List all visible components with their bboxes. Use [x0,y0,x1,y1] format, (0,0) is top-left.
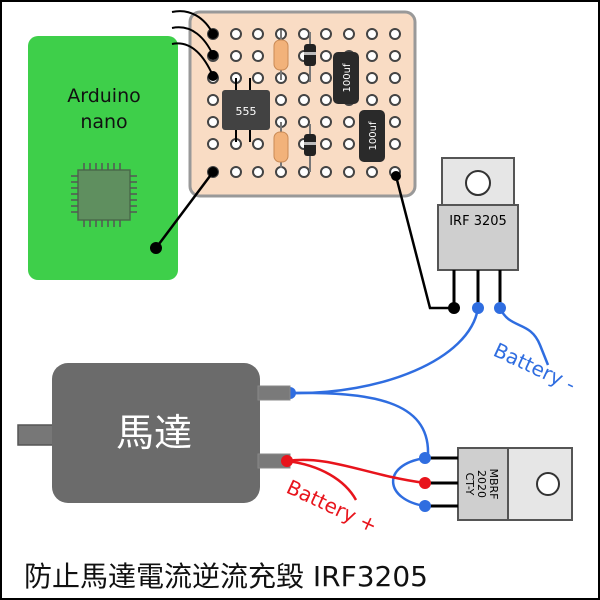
perfboard-hole [275,166,287,178]
pad-dot [208,50,218,60]
diode-pin3-dot [419,500,431,512]
perfboard-hole [343,166,355,178]
perfboard-hole [252,50,264,62]
diode-bottom [304,124,316,172]
blue-wires [289,307,550,508]
perfboard-hole [320,94,332,106]
perfboard-hole [320,116,332,128]
capacitor-1-label: 100uf [342,63,353,92]
resistor-bottom [273,122,289,168]
perfboard-hole [207,116,219,128]
perfboard-hole [298,72,310,84]
perfboard-hole [320,28,332,40]
arduino-label-line1: Arduino [67,85,141,107]
arduino-label-line2: nano [80,111,127,133]
perfboard-hole [343,28,355,40]
perfboard-hole [366,72,378,84]
perfboard-hole [320,138,332,150]
diode-pin1-dot [419,452,431,464]
perfboard-hole [366,94,378,106]
perfboard-hole [389,28,401,40]
arduino-nano: Arduino nano [28,36,178,280]
perfboard-hole [343,116,355,128]
perfboard-hole [389,72,401,84]
capacitor-2: 100uf [359,110,385,162]
perfboard-hole [366,28,378,40]
resistor-top [273,30,289,80]
perfboard-hole [298,94,310,106]
perfboard-hole [230,28,242,40]
pad-dot [208,29,218,39]
perfboard-hole [343,138,355,150]
perfboard-hole [320,72,332,84]
perfboard-hole [389,94,401,106]
perfboard-hole [320,50,332,62]
caption: 防止馬達電流逆流充毀 IRF3205 [24,560,428,593]
arduino-board [28,36,178,280]
motor-label: 馬達 [116,411,192,455]
diode-top [304,32,316,82]
ic-555-label: 555 [236,105,257,118]
perfboard-hole [230,50,242,62]
mosfet-drain-dot [472,302,484,314]
mosfet-label: IRF 3205 [449,214,507,229]
perfboard-hole [366,166,378,178]
perfboard-hole [389,50,401,62]
perfboard-hole [230,166,242,178]
perfboard-hole [389,116,401,128]
motor-body [52,363,260,503]
wire-board-arduino [150,167,218,254]
perfboard-hole [366,50,378,62]
perfboard-hole [207,138,219,150]
ic-555-body [222,90,270,130]
perfboard-hole [389,138,401,150]
ic-555: 555 [222,78,270,142]
mosfet-irf3205: IRF 3205 [437,157,519,308]
perfboard-hole [252,72,264,84]
mosfet-source-dot [494,302,506,314]
diode-label-line1: MBRF [487,468,500,499]
diode-label-line3: CT-Y [463,473,476,496]
motor-pos-dot [281,455,293,467]
perfboard-hole [320,166,332,178]
perfboard-hole [275,94,287,106]
perfboard-hole [252,166,264,178]
perfboard-hole [298,28,310,40]
wire-gate [391,171,460,314]
diode-pin2-dot [419,477,431,489]
perfboard-hole [207,94,219,106]
mcu-chip [71,163,137,227]
diode-label-line2: 2020 [475,470,488,498]
motor-terminal-neg [257,385,291,401]
capacitor-2-label: 100uf [368,121,379,150]
perfboard-hole [252,28,264,40]
perfboard-hole [298,166,310,178]
diode-mbrf2020: MBRF 2020 CT-Y [425,447,573,521]
pad-dot [208,71,218,81]
motor: 馬達 [17,363,291,503]
perfboard-hole [252,138,264,150]
capacitor-1: 100uf [333,52,359,104]
red-wires [286,458,426,501]
perfboard-hole [298,116,310,128]
